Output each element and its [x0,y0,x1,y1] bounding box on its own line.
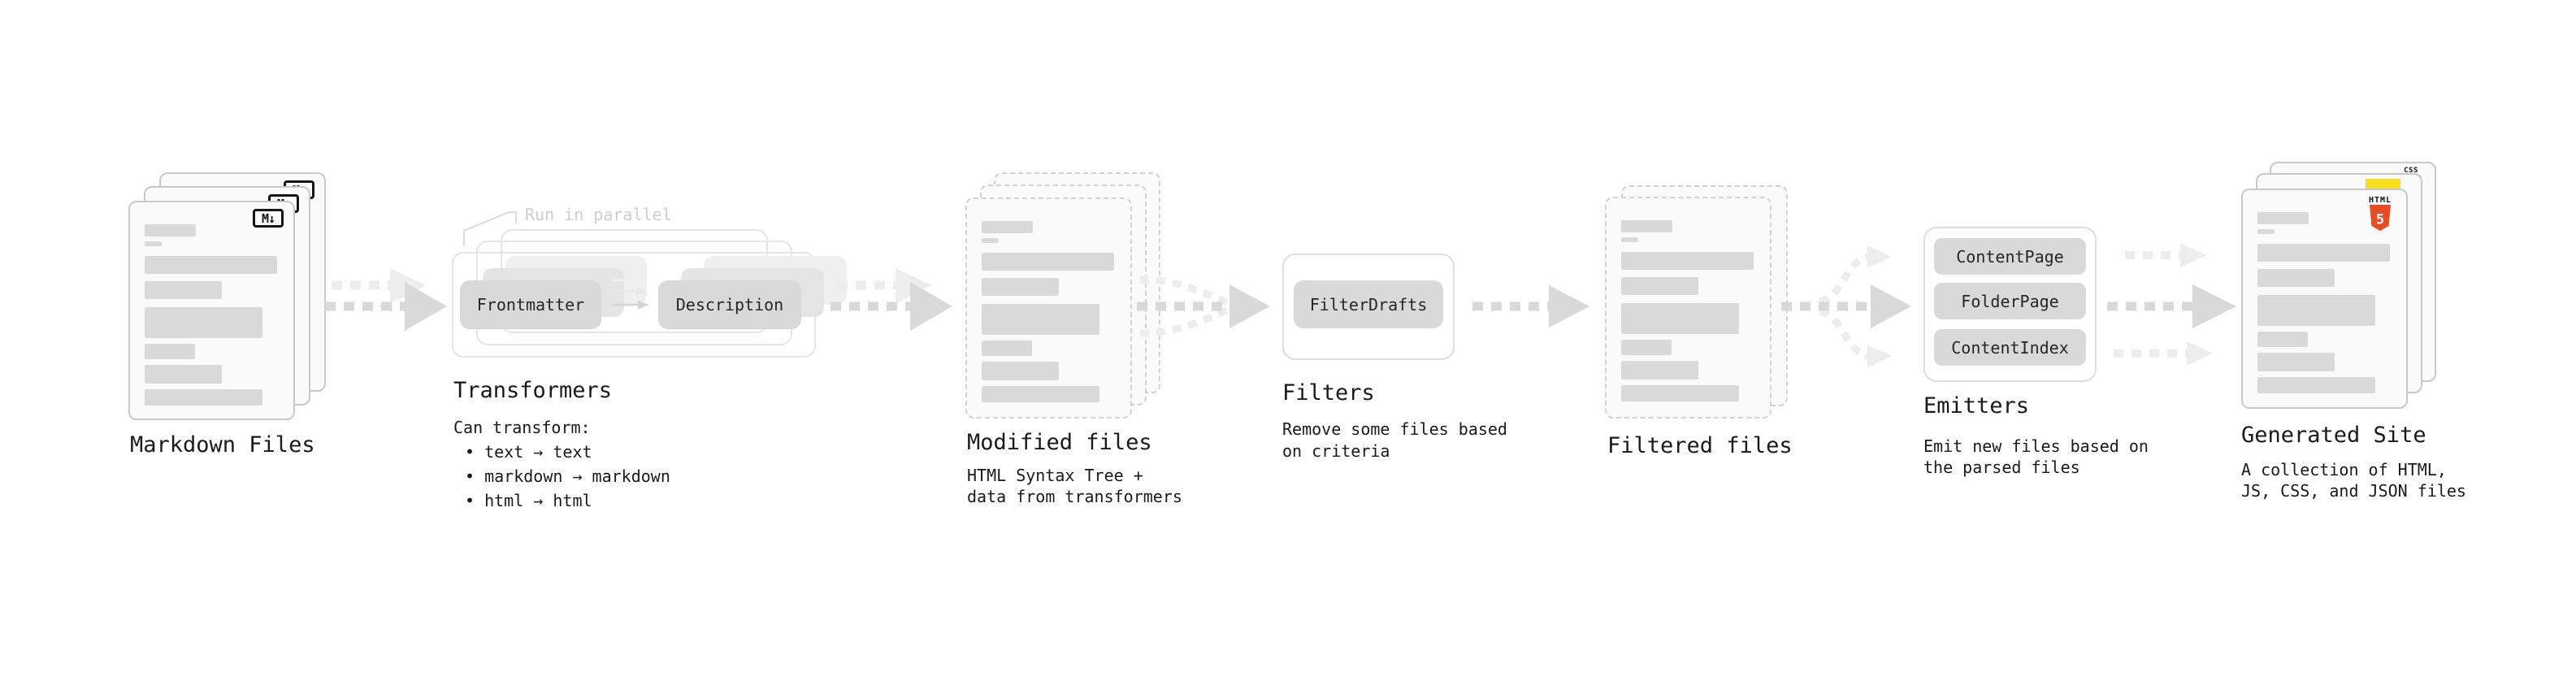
doc-content-bar [982,362,1059,380]
modified-desc-line: data from transformers [967,487,1182,506]
doc-content-bar [145,344,195,359]
html5-shield-number: 5 [2376,212,2384,228]
stage-emitters: ContentPage FolderPage ContentIndex Emit… [1923,227,2167,495]
generated-site-label: Generated Site [2241,423,2426,448]
flow-arrow-emitters-to-site [2107,243,2236,366]
stage-generated-site: CSS HTML 5 Generated Site A collection o… [2241,162,2509,519]
stage-transformers: Run in parallel Frontmatter Description … [452,205,847,547]
filters-description: Remove some files based on criteria [1282,419,1507,462]
modified-desc-line: HTML Syntax Tree + [967,466,1143,485]
generated-site-description: A collection of HTML, JS, CSS, and JSON … [2241,459,2466,501]
doc-content-bar [982,304,1099,335]
run-in-parallel-note: Run in parallel [525,205,672,224]
doc-content-bar [2257,353,2335,371]
emitters-desc-line: Emit new files based on [1923,436,2149,456]
doc-content-bar [1621,303,1739,334]
flow-arrow-filtered-to-emitters [1781,245,1911,367]
doc-content-bar [145,365,222,384]
note-leader-line [463,211,517,246]
doc-content-bar [982,340,1032,356]
emitters-label: Emitters [1923,393,2030,419]
css-icon-label: CSS [2404,167,2418,175]
transformer-box-frontmatter: Frontmatter [460,280,601,329]
doc-content-bar [982,253,1114,271]
doc-content-bar [2257,229,2275,234]
doc-content-bar [1621,220,1672,232]
transformers-description: Can transform: • text → text • markdown … [453,415,670,513]
flow-arrow-filters-to-filtered [1472,285,1589,327]
doc-content-bar [982,238,999,243]
transformers-desc-bullet: • html → html [465,491,592,510]
markdown-icon: M↓ [253,209,284,228]
filtered-files-label: Filtered files [1607,433,1793,458]
site-desc-line: A collection of HTML, [2241,460,2447,479]
emitters-desc-line: the parsed files [1923,458,2080,477]
modified-files-label: Modified files [967,430,1152,455]
modified-files-description: HTML Syntax Tree + data from transformer… [967,465,1182,507]
html5-icon-label: HTML [2368,196,2392,205]
transformers-desc-bullet: • text → text [465,442,592,462]
filtered-doc-card-front [1605,197,1772,419]
doc-content-bar [145,256,277,274]
doc-content-bar [2257,212,2309,224]
site-desc-line: JS, CSS, and JSON files [2241,481,2466,501]
flow-arrow-modified-to-filters [1137,275,1270,337]
doc-content-bar [2257,377,2375,393]
doc-content-bar [982,278,1059,296]
modified-doc-card-front [965,197,1132,419]
transformer-box-description: Description [658,280,801,329]
stage-filters: FilterDrafts Filters Remove some files b… [1282,254,1510,497]
flow-arrow-transformers-to-modified [830,268,952,331]
emitter-box-contentindex: ContentIndex [1934,329,2086,366]
doc-content-bar [145,281,222,299]
flow-arrow-markdown-to-transformers [325,268,447,331]
doc-content-bar [2257,332,2308,347]
transformers-desc-intro: Can transform: [453,418,591,437]
doc-content-bar [1621,385,1739,401]
doc-content-bar [1621,252,1754,270]
stage-markdown-files: M↓ M↓ M↓ Markdown Files [128,172,372,481]
doc-content-bar [1621,361,1698,380]
doc-content-bar [2257,244,2390,262]
markdown-doc-card-front: M↓ [128,201,295,420]
parallel-mini-arrows [612,275,649,310]
stage-filtered-files: Filtered files [1605,185,1849,478]
stage-modified-files: Modified files HTML Syntax Tree + data f… [965,172,1209,514]
filters-desc-line: on criteria [1282,441,1390,461]
emitter-box-contentpage: ContentPage [1934,238,2086,275]
emitter-box-folderpage: FolderPage [1934,283,2086,319]
doc-content-bars [1621,220,1755,401]
doc-content-bar [1621,277,1698,295]
doc-content-bar [982,221,1033,233]
filter-box-filterdrafts: FilterDrafts [1294,280,1443,328]
doc-content-bar [145,307,262,338]
html5-shield-icon: 5 [2370,205,2391,231]
site-doc-card-front: HTML 5 [2241,189,2408,409]
emitters-description: Emit new files based on the parsed files [1923,436,2149,478]
doc-content-bar [2257,295,2375,326]
html5-icon: HTML 5 [2364,196,2396,231]
filters-desc-line: Remove some files based [1282,419,1507,439]
doc-content-bar [1621,340,1672,355]
markdown-files-label: Markdown Files [130,432,315,458]
filters-label: Filters [1282,380,1375,406]
doc-content-bar [145,389,262,406]
doc-content-bar [1621,237,1638,242]
doc-content-bar [145,241,162,246]
doc-content-bars [2257,212,2392,393]
doc-content-bar [982,386,1099,402]
doc-content-bars [982,221,1116,402]
doc-content-bar [145,224,196,236]
transformers-desc-bullet: • markdown → markdown [465,466,670,486]
doc-content-bars [145,224,279,406]
doc-content-bar [2257,269,2335,287]
transformers-label: Transformers [453,378,613,403]
